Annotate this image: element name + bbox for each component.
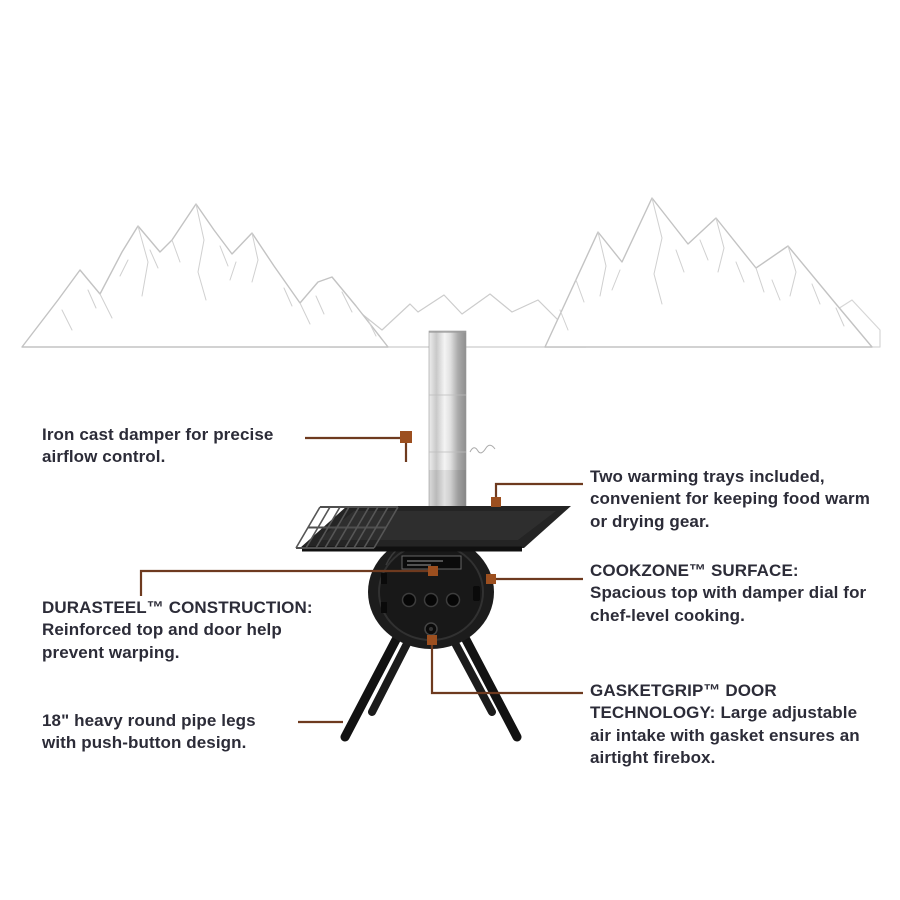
wire-warming-tray bbox=[295, 506, 399, 549]
mountain-range-right bbox=[544, 197, 873, 348]
signature-scribble bbox=[469, 444, 496, 454]
callout-cookzone-heading: COOKZONE™ SURFACE: bbox=[590, 561, 799, 580]
leg-front-left bbox=[340, 627, 405, 742]
marker-durasteel bbox=[428, 566, 438, 576]
callout-cookzone-text: Spacious top with damper dial for chef-l… bbox=[590, 583, 867, 625]
callout-gasketgrip: GASKETGRIP™ DOOR TECHNOLOGY:Large adjust… bbox=[590, 680, 880, 770]
connector-gasketgrip bbox=[430, 640, 583, 695]
door-hinge-bottom bbox=[381, 602, 387, 613]
callout-cookzone: COOKZONE™ SURFACE: Spacious top with dam… bbox=[590, 560, 890, 627]
mountain-left-ridges bbox=[61, 203, 377, 337]
callout-connectors bbox=[139, 431, 583, 724]
callout-durasteel-heading: DURASTEEL™ CONSTRUCTION: bbox=[42, 598, 313, 617]
mountain-range-left bbox=[21, 203, 389, 348]
chimney-pipe bbox=[428, 330, 467, 514]
marker-damper-handle bbox=[400, 431, 412, 443]
callout-gasketgrip-text: Large adjustable air intake with gasket … bbox=[590, 703, 860, 768]
door-hinge-top bbox=[381, 573, 387, 584]
callout-legs-text: 18" heavy round pipe legs with push-butt… bbox=[42, 711, 256, 753]
callout-legs: 18" heavy round pipe legs with push-butt… bbox=[42, 710, 287, 755]
door-details bbox=[381, 555, 480, 636]
marker-cookzone bbox=[486, 574, 496, 584]
callout-durasteel-text: Reinforced top and door help prevent war… bbox=[42, 620, 282, 662]
callout-damper: Iron cast damper for precise airflow con… bbox=[42, 424, 322, 469]
mountain-sketch bbox=[21, 197, 881, 348]
marker-gasketgrip bbox=[427, 635, 437, 645]
callout-durasteel: DURASTEEL™ CONSTRUCTION: Reinforced top … bbox=[42, 597, 313, 664]
callout-warming-trays: Two warming trays included, convenient f… bbox=[590, 466, 890, 533]
callout-damper-text: Iron cast damper for precise airflow con… bbox=[42, 425, 274, 467]
connector-warming-trays bbox=[494, 482, 583, 500]
door-latch bbox=[473, 586, 480, 601]
callout-warming-trays-text: Two warming trays included, convenient f… bbox=[590, 467, 870, 531]
mountain-right-ridges bbox=[559, 197, 845, 331]
connector-durasteel bbox=[139, 569, 433, 596]
door-vents bbox=[401, 592, 461, 608]
leg-front-right bbox=[457, 627, 522, 742]
callout-gasketgrip-heading: GASKETGRIP™ DOOR TECHNOLOGY: bbox=[590, 681, 777, 723]
cooktop-surface bbox=[300, 506, 571, 552]
stove bbox=[295, 330, 571, 742]
damper-dial bbox=[424, 622, 438, 636]
connector-damper bbox=[305, 436, 408, 462]
marker-warming-trays bbox=[491, 497, 501, 507]
